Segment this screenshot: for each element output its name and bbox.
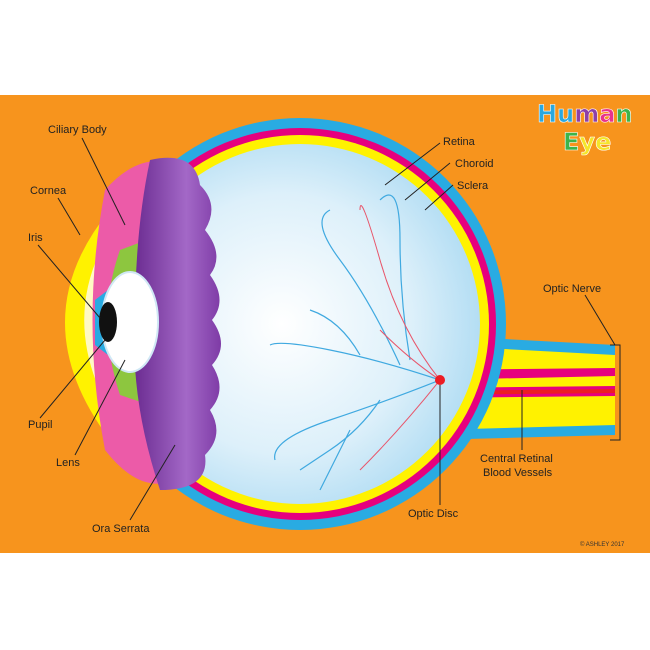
- optic-disc: [435, 375, 445, 385]
- label-central-retinal-1: Central Retinal: [480, 453, 553, 465]
- label-ora-serrata: Ora Serrata: [92, 523, 150, 535]
- title-line-2: Eye: [563, 128, 611, 156]
- title-line-1: Human: [537, 100, 633, 128]
- cornea: [65, 210, 120, 440]
- title-logo: Human Eye: [537, 100, 633, 157]
- label-ciliary-body: Ciliary Body: [48, 124, 107, 136]
- label-retina: Retina: [443, 136, 476, 148]
- label-pupil: Pupil: [28, 419, 52, 431]
- leader-lines: [37, 137, 616, 521]
- copyright: © ASHLEY 2017: [580, 541, 625, 548]
- label-central-retinal-2: Blood Vessels: [483, 467, 553, 479]
- label-lens: Lens: [56, 457, 80, 469]
- retinal-arteries: [359, 205, 441, 471]
- label-choroid: Choroid: [455, 158, 494, 170]
- label-optic-nerve: Optic Nerve: [543, 283, 601, 295]
- pupil: [99, 302, 117, 342]
- ciliary-muscle: [134, 157, 221, 490]
- label-iris: Iris: [28, 232, 43, 244]
- label-cornea: Cornea: [30, 185, 67, 197]
- label-optic-disc: Optic Disc: [408, 508, 459, 520]
- label-sclera: Sclera: [457, 180, 489, 192]
- retinal-vessels: [269, 194, 441, 491]
